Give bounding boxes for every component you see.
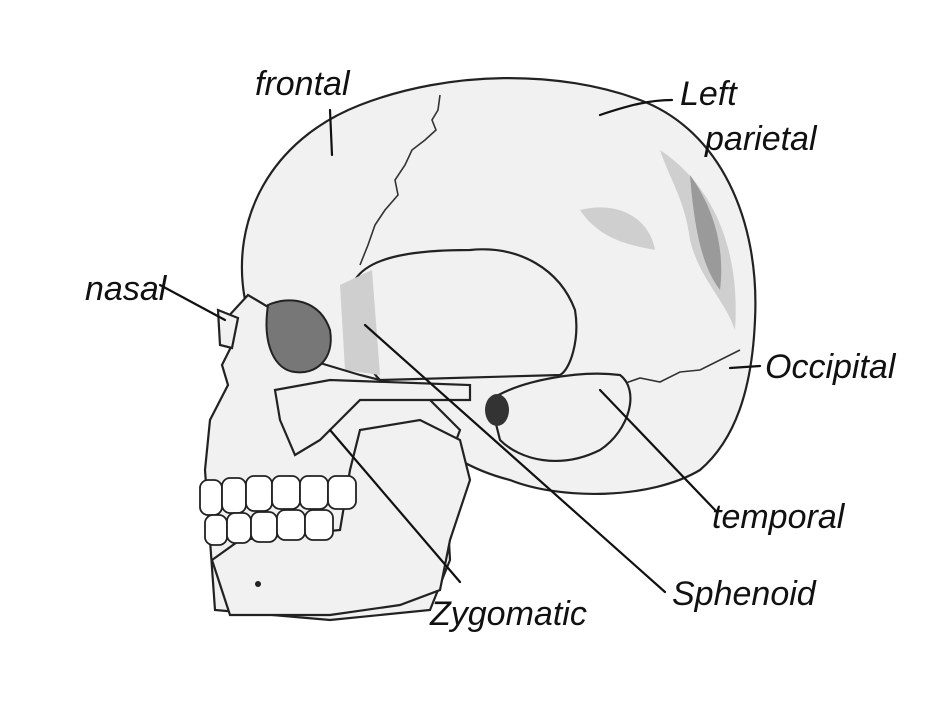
parietal-leader-line [598, 98, 674, 117]
label-sphenoid: Sphenoid [672, 575, 817, 613]
sphenoid-leader-line [363, 323, 667, 594]
coronal-suture [359, 94, 441, 266]
label-occipital: Occipital [765, 348, 897, 386]
skull-illustration [199, 77, 757, 622]
orbit [265, 299, 332, 374]
nasal-leader-line [158, 283, 227, 322]
parietal-dark-shading [690, 175, 722, 290]
label-frontal: frontal [255, 65, 351, 103]
temporal-leader-line [598, 388, 717, 512]
zygomatic-leader-line [328, 428, 462, 584]
label-left-parietal-line2: parietal [704, 120, 818, 158]
label-left-parietal-line1: Left [680, 75, 738, 113]
temporal-bone [352, 248, 578, 382]
sphenoid-bone [340, 270, 380, 375]
teeth [199, 475, 357, 546]
label-zygomatic: Zygomatic [429, 595, 587, 633]
frontal-leader-line [328, 108, 334, 157]
zygomatic-bone [273, 378, 472, 457]
mastoid [488, 372, 632, 462]
label-nasal: nasal [85, 270, 168, 308]
mental-foramen [255, 581, 261, 587]
cranium-shading [580, 207, 655, 250]
label-temporal: temporal [712, 498, 846, 536]
occipital-leader-line [728, 364, 762, 370]
ear-canal [485, 394, 509, 426]
